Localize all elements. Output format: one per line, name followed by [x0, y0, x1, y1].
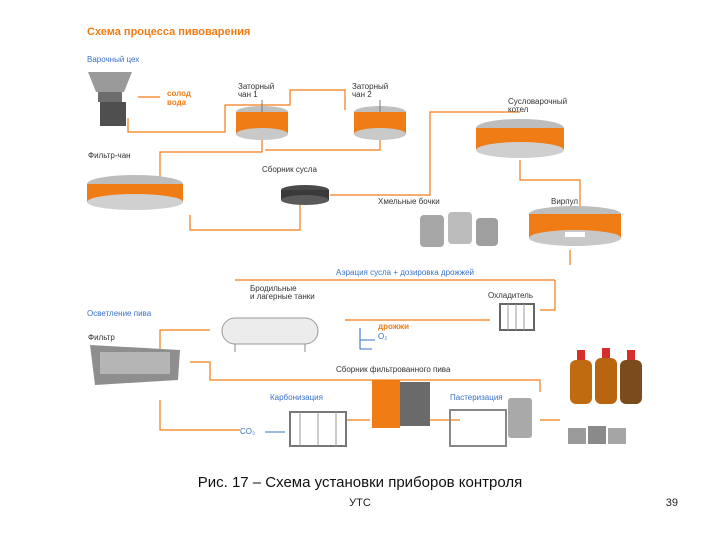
flow-mash-to-lauter: [159, 140, 263, 178]
section-brewhouse: Варочный цех: [87, 55, 140, 64]
label-carbonation: Карбонизация: [270, 393, 323, 402]
flow-tanks-to-filter: [159, 329, 210, 355]
label-cooler: Охладитель: [488, 291, 533, 300]
label-filter: Фильтр: [88, 333, 115, 342]
section-clarification: Осветление пива: [87, 309, 152, 318]
flow-to-carbonation: [159, 400, 240, 431]
label-malt: солод: [167, 89, 191, 98]
mash-tun-1: [236, 100, 288, 140]
label-mash-tun-1: Заторный чан 1: [238, 82, 275, 100]
kegs: [568, 426, 626, 444]
label-water: вода: [167, 98, 187, 107]
label-pasteurization: Пастеризация: [450, 393, 503, 402]
hop-tanks: [420, 212, 498, 247]
diagram-title: Схема процесса пивоварения: [87, 26, 251, 38]
label-hop-tanks: Хмельные бочки: [378, 197, 440, 206]
label-aeration: Аэрация сусла + дозировка дрожжей: [336, 268, 474, 277]
slide-footer: УТС: [349, 497, 371, 509]
flow-mash2-return: [265, 140, 381, 151]
flow-to-cooler: [540, 280, 556, 311]
flow-filter-to-bbt: [190, 361, 541, 392]
malt-mill: [88, 72, 132, 126]
pasteurizer: [449, 398, 532, 447]
carbonation-unit: [289, 411, 347, 447]
filter-machine: [90, 345, 180, 385]
label-fermentation-tanks: Бродильные и лагерные танки: [250, 284, 315, 302]
label-o2: O₂: [378, 332, 388, 341]
label-co2: CO₂: [240, 427, 256, 436]
yeast-arrow: [359, 328, 375, 341]
flow-kettle-to-whirlpool: [519, 160, 581, 210]
bottles: [570, 348, 642, 404]
label-wort-collector: Сборник сусла: [262, 165, 317, 174]
mash-tun-2: [354, 100, 406, 140]
figure-caption: Рис. 17 – Схема установки приборов контр…: [197, 474, 523, 491]
whirlpool: [529, 206, 621, 246]
label-yeast: дрожжи: [378, 322, 410, 331]
label-mash-tun-2: Заторный чан 2: [352, 82, 389, 100]
lauter-tun: [87, 175, 183, 210]
label-lauter-tun: Фильтр-чан: [88, 151, 131, 160]
fermentation-tank: [221, 317, 319, 352]
flow-lauter-to-collector: [189, 185, 301, 231]
flow-mill-to-mash: [127, 89, 346, 133]
wort-collector: [281, 185, 329, 205]
page-number: 39: [665, 497, 678, 509]
label-filtered-beer-tank: Сборник фильтрованного пива: [336, 365, 451, 374]
label-wort-kettle: Сусловарочный котел: [508, 97, 568, 115]
bright-beer-tank: [372, 380, 430, 428]
cooler: [499, 303, 535, 331]
flow-collector-to-kettle: [330, 111, 520, 196]
o2-arrow: [359, 340, 372, 350]
label-whirlpool: Вирпул: [551, 197, 579, 206]
wort-kettle: [476, 119, 564, 158]
